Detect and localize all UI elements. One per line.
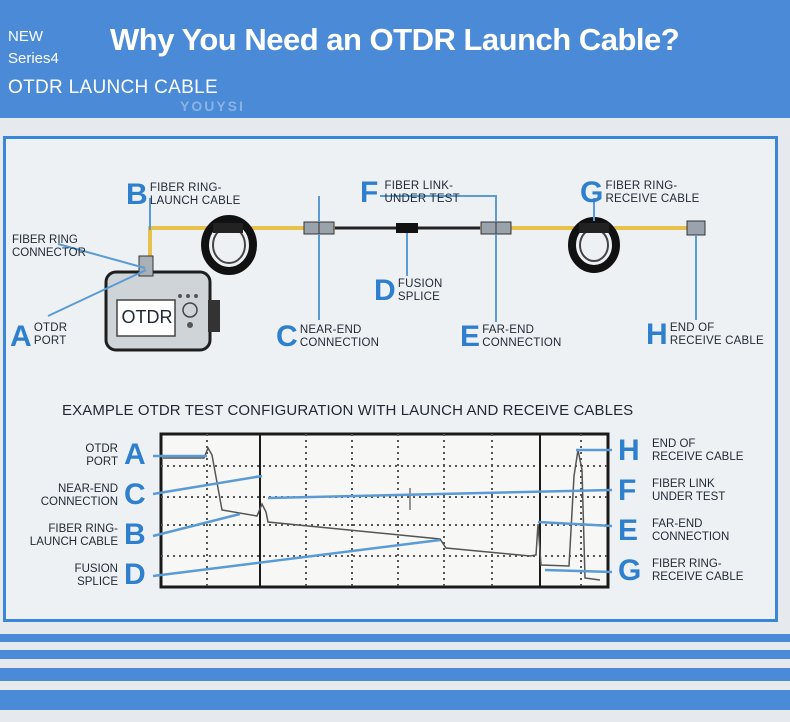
trace-letter-d: D bbox=[124, 558, 146, 591]
trace-leader-g bbox=[544, 568, 613, 574]
letter-e: E bbox=[460, 320, 481, 353]
label-b: B FIBER RING-LAUNCH CABLE bbox=[126, 178, 241, 211]
footer-stripe-4 bbox=[0, 690, 790, 710]
trace-leader-b bbox=[152, 512, 241, 538]
header-subtitle: OTDR LAUNCH CABLE bbox=[8, 77, 218, 98]
letter-g: G bbox=[580, 176, 604, 209]
trace-letter-f: F bbox=[618, 474, 637, 507]
letter-h: H bbox=[646, 318, 668, 351]
letter-b: B bbox=[126, 178, 148, 211]
otdr-device-label: OTDR bbox=[121, 307, 173, 327]
footer-stripe-3 bbox=[0, 668, 790, 681]
letter-c: C bbox=[276, 320, 298, 353]
footer-stripe-2 bbox=[0, 650, 790, 659]
trace-letter-c: C bbox=[124, 478, 146, 511]
trace-screen bbox=[159, 432, 610, 589]
leader-f-right bbox=[380, 195, 497, 222]
header-title: Why You Need an OTDR Launch Cable? bbox=[110, 22, 680, 57]
letter-d: D bbox=[374, 274, 396, 307]
header-watermark: YOUYSI bbox=[180, 98, 245, 114]
trace-leader-c bbox=[152, 474, 263, 496]
label-f: F FIBER LINK-UNDER TEST bbox=[360, 176, 460, 209]
receive-end-connector bbox=[686, 220, 706, 236]
trace-letter-g: G bbox=[618, 554, 642, 587]
trace-letter-e: E bbox=[618, 514, 639, 547]
leader-connector bbox=[57, 243, 146, 269]
footer-stripe-1 bbox=[0, 634, 790, 642]
launch-fiber bbox=[148, 226, 206, 262]
trace-leader-e bbox=[537, 520, 613, 528]
fusion-splice-sleeve bbox=[396, 223, 418, 233]
letter-a: A bbox=[10, 320, 32, 353]
trace-letter-b: B bbox=[124, 518, 146, 551]
trace-leader-f bbox=[267, 488, 613, 500]
launch-fiber-ring bbox=[201, 215, 257, 275]
label-connector: FIBER RING CONNECTOR bbox=[12, 234, 86, 259]
otdr-trace bbox=[163, 446, 601, 581]
header-band bbox=[0, 0, 790, 118]
trace-letter-a: A bbox=[124, 438, 146, 471]
trace-leader-d bbox=[152, 538, 441, 578]
header-tag-line1: NEW bbox=[8, 28, 43, 45]
letter-f: F bbox=[360, 176, 379, 209]
receive-fiber-ring bbox=[568, 217, 620, 273]
trace-heading: EXAMPLE OTDR TEST CONFIGURATION WITH LAU… bbox=[62, 402, 634, 419]
otdr-device bbox=[104, 255, 220, 352]
leader-a bbox=[47, 269, 147, 317]
header-tag-line2: Series4 bbox=[8, 50, 59, 67]
label-g: G FIBER RING-RECEIVE CABLE bbox=[580, 176, 700, 209]
trace-letter-h: H bbox=[618, 434, 640, 467]
